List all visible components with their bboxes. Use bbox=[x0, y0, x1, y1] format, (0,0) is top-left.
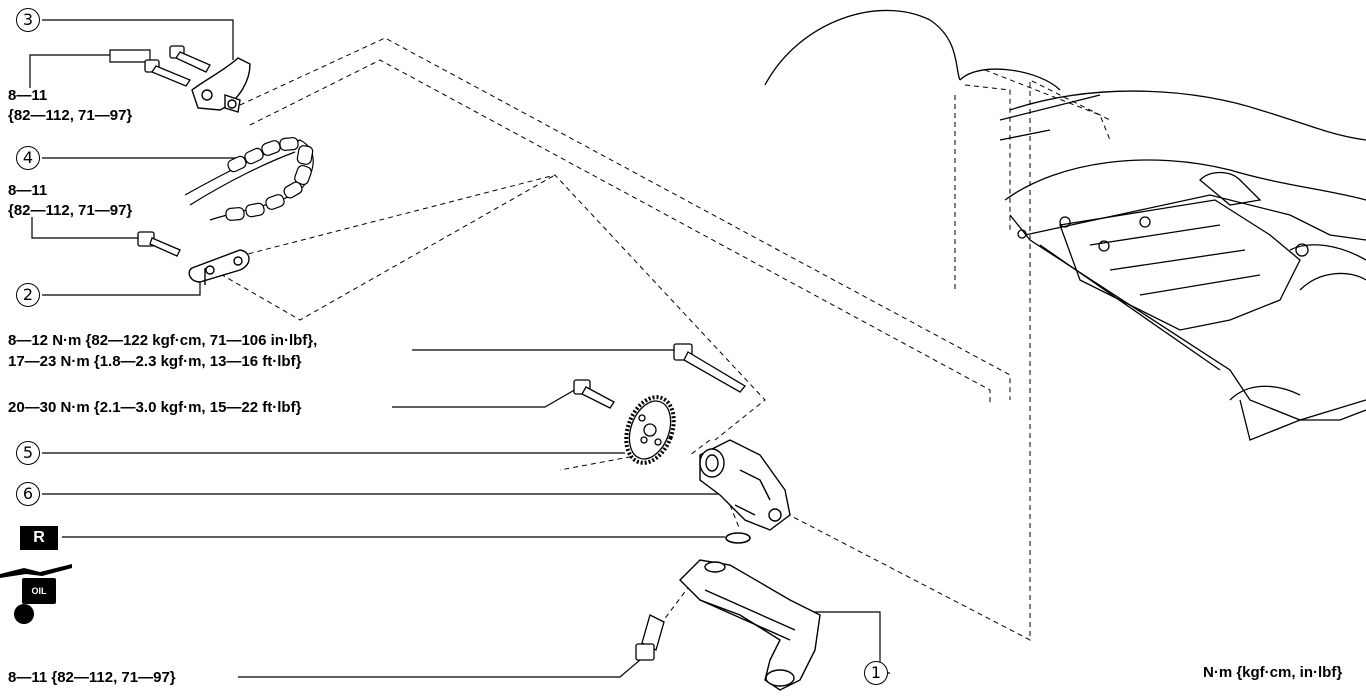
timing-chain-part bbox=[184, 137, 314, 221]
callout-6: 6 bbox=[16, 482, 40, 506]
callout-4: 4 bbox=[16, 146, 40, 170]
replace-badge: R bbox=[20, 526, 58, 550]
callout-1: 1 bbox=[864, 661, 888, 685]
chain-torque-value: 8—11 bbox=[8, 182, 48, 199]
engine-block-drawing bbox=[764, 9, 1366, 441]
sprocket-bolt bbox=[573, 379, 615, 409]
oil-can-label: OIL bbox=[22, 578, 56, 604]
oil-drop-icon bbox=[14, 604, 34, 624]
chain-adjuster-part bbox=[188, 249, 250, 285]
callout-3: 3 bbox=[16, 8, 40, 32]
chain-guide-torque-spec: {82—112, 71—97} bbox=[8, 107, 133, 124]
strainer-bolt bbox=[635, 614, 665, 661]
callout-2: 2 bbox=[16, 283, 40, 307]
oil-pump-bolt-long bbox=[673, 343, 746, 393]
assembly-guide-lines bbox=[204, 37, 1111, 641]
adjuster-bolt bbox=[137, 231, 181, 257]
oil-pump-body-part bbox=[699, 439, 791, 531]
pump-bolt-torque-line1: 8—12 N·m {82—122 kgf·cm, 71—106 in·lbf}, bbox=[8, 332, 318, 349]
oil-strainer-part bbox=[679, 559, 821, 691]
callout-5: 5 bbox=[16, 441, 40, 465]
chain-torque-spec: {82—112, 71—97} bbox=[8, 202, 133, 219]
chain-guide-bolts bbox=[144, 45, 211, 87]
o-ring-part bbox=[725, 532, 751, 544]
oil-can-spout-icon bbox=[0, 564, 72, 578]
sprocket-bolt-torque: 20—30 N·m {2.1—3.0 kgf·m, 15—22 ft·lbf} bbox=[8, 399, 302, 416]
chain-guide-torque-value: 8—11 bbox=[8, 87, 48, 104]
leader-lines bbox=[29, 19, 890, 678]
oil-application-icon: OIL bbox=[0, 558, 80, 628]
oil-pump-sprocket-part bbox=[624, 395, 676, 465]
chain-guide-part bbox=[191, 57, 251, 113]
strainer-bolt-torque: 8—11 {82—112, 71—97} bbox=[8, 669, 176, 686]
units-legend: N·m {kgf·cm, in·lbf} bbox=[1203, 664, 1343, 681]
pump-bolt-torque-line2: 17—23 N·m {1.8—2.3 kgf·m, 13—16 ft·lbf} bbox=[8, 353, 302, 370]
